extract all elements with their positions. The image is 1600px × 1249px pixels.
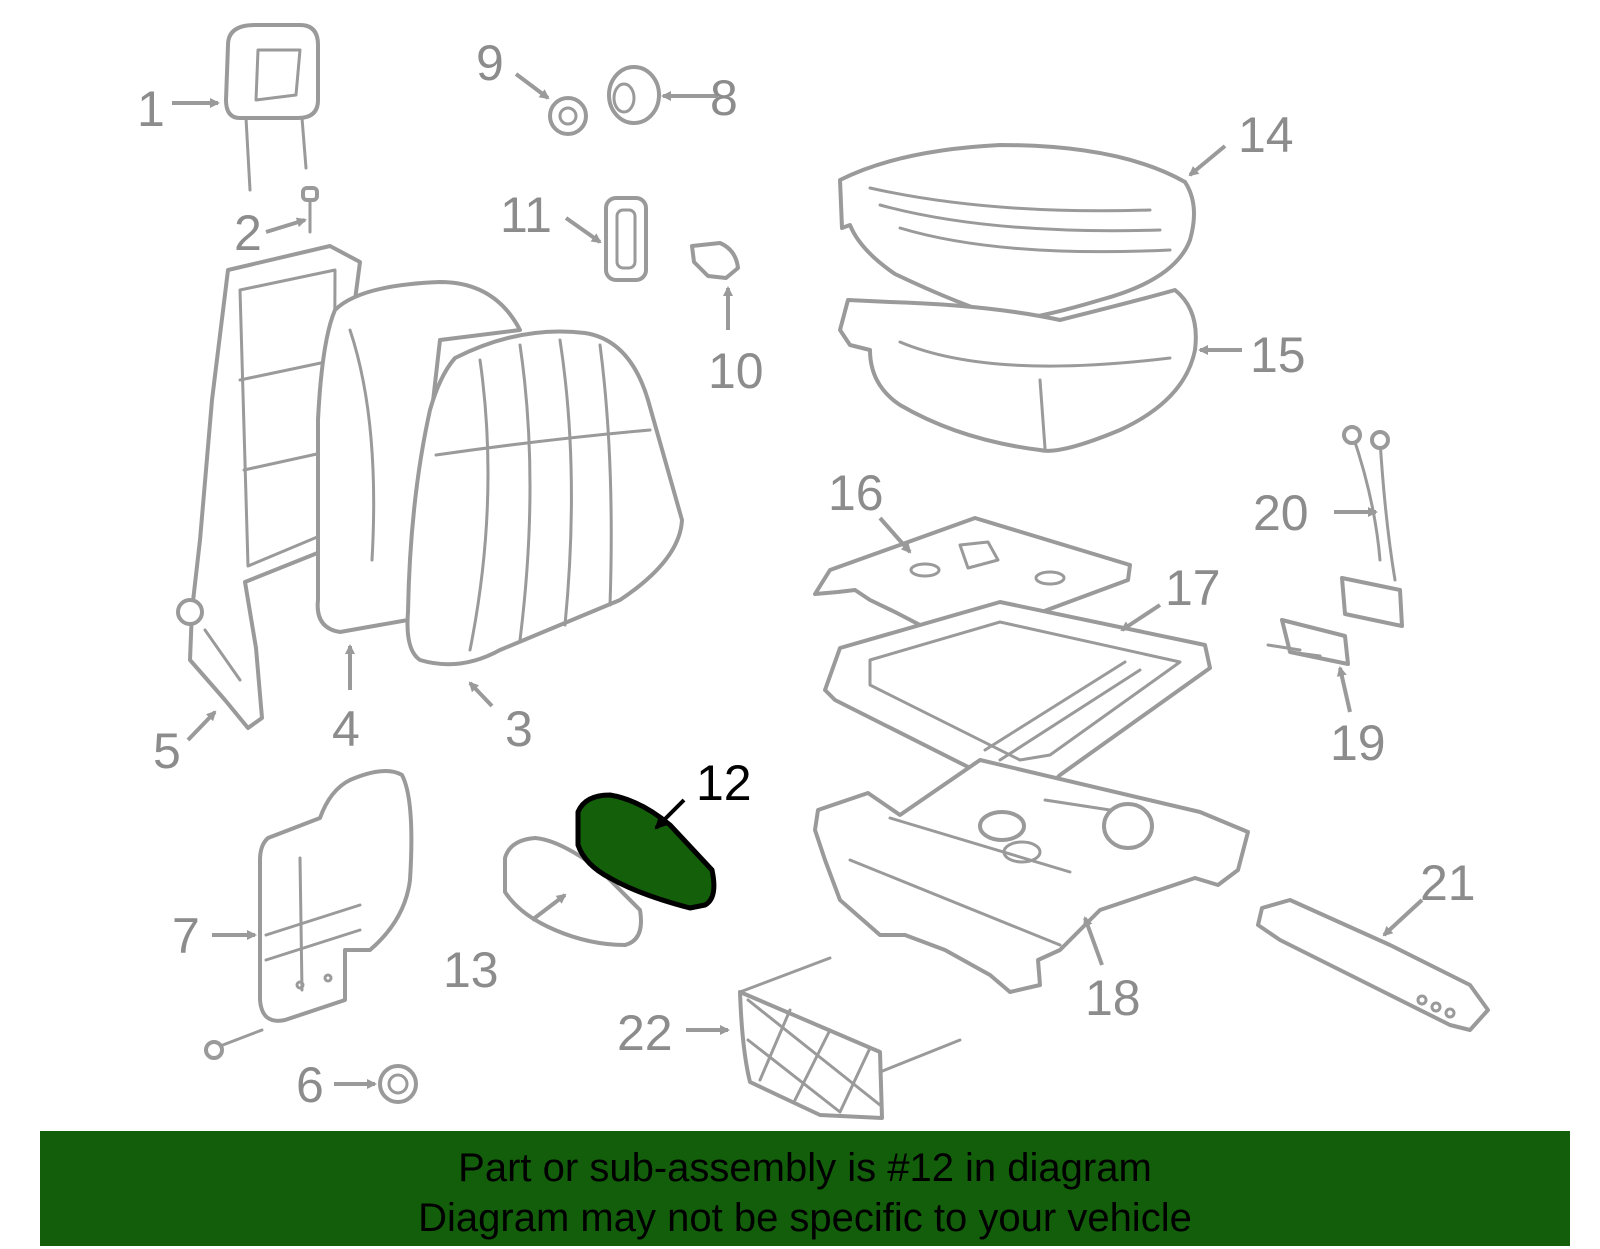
callout-20: 20 xyxy=(1253,485,1309,541)
part-20-wire-harness xyxy=(1340,425,1404,628)
callout-14: 14 xyxy=(1238,107,1294,163)
banner-line-2: Diagram may not be specific to your vehi… xyxy=(418,1196,1192,1240)
callout-leaders xyxy=(172,72,1424,1089)
callout-2: 2 xyxy=(234,205,262,261)
part-21-side-shield xyxy=(1256,898,1490,1032)
part-4-back-pad xyxy=(315,280,522,634)
part-8-bushing xyxy=(607,65,661,125)
part-9-knob xyxy=(548,96,588,136)
seat-parts-diagram: 1 2 3 4 5 6 7 8 9 10 11 12 13 14 15 16 1… xyxy=(137,23,1490,1120)
callout-12: 12 xyxy=(696,755,752,811)
part-2-guide xyxy=(301,186,319,234)
part-11-bezel xyxy=(604,196,648,282)
callout-5: 5 xyxy=(153,723,181,779)
part-14-cushion-cover xyxy=(838,143,1196,322)
part-7-side-cover xyxy=(204,769,414,1060)
callout-7: 7 xyxy=(172,908,200,964)
callout-22: 22 xyxy=(617,1005,673,1061)
callout-3: 3 xyxy=(505,701,533,757)
callout-4: 4 xyxy=(332,701,360,757)
part-6-knob xyxy=(378,1064,418,1104)
callout-21: 21 xyxy=(1420,855,1476,911)
callout-10: 10 xyxy=(708,343,764,399)
callout-17: 17 xyxy=(1165,560,1221,616)
part-13-armrest-pad xyxy=(503,836,643,947)
part-10-cap xyxy=(690,241,740,280)
part-12-armrest-highlighted[interactable] xyxy=(575,792,717,911)
callout-11: 11 xyxy=(500,187,552,243)
part-3-back-cover xyxy=(405,329,684,667)
callout-19: 19 xyxy=(1330,715,1386,771)
callout-15: 15 xyxy=(1250,327,1306,383)
banner-line-1: Part or sub-assembly is #12 in diagram xyxy=(458,1146,1152,1190)
part-1-headrest xyxy=(224,23,320,192)
callout-16: 16 xyxy=(828,465,884,521)
part-19-switch xyxy=(1266,618,1350,666)
callout-18: 18 xyxy=(1085,970,1141,1026)
part-18-seat-track xyxy=(813,758,1250,994)
callout-8: 8 xyxy=(710,70,738,126)
callout-9: 9 xyxy=(476,35,504,91)
callout-labels: 1 2 3 4 5 6 7 8 9 10 11 12 13 14 15 16 1… xyxy=(137,35,1476,1113)
callout-1: 1 xyxy=(137,81,165,137)
info-banner: Part or sub-assembly is #12 in diagram D… xyxy=(40,1131,1570,1246)
part-17-cushion-frame xyxy=(823,600,1212,800)
callout-6: 6 xyxy=(296,1057,324,1113)
part-5-seatback-frame xyxy=(176,244,362,730)
callout-13: 13 xyxy=(443,942,499,998)
part-15-cushion-pad xyxy=(838,288,1198,453)
part-22-lumbar-support xyxy=(738,956,962,1120)
